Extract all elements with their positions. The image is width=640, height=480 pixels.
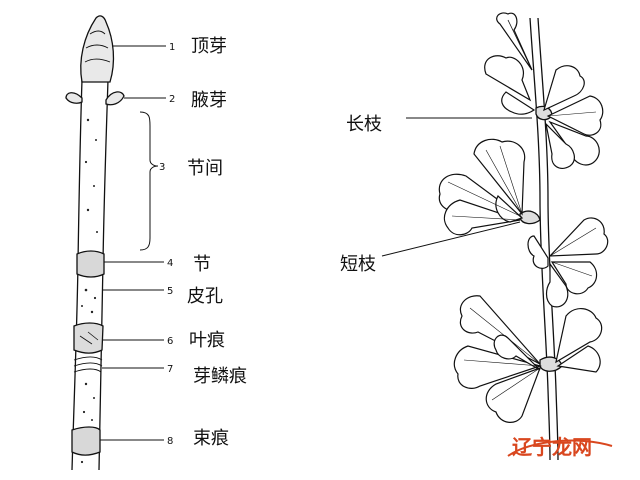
- ginkgo-leaf: [493, 334, 541, 371]
- bundle-scar-band: [71, 426, 101, 456]
- ginkgo-leaf: [527, 235, 549, 269]
- label-internode: 节间: [187, 158, 223, 179]
- short-branch-spur-mid: [519, 210, 541, 225]
- ginkgo-leaf: [496, 12, 533, 71]
- ginkgo-leaf: [545, 122, 575, 169]
- ginkgo-leaf: [473, 138, 526, 216]
- num-internode: 3: [159, 162, 165, 173]
- num-terminal-bud: 1: [169, 42, 175, 53]
- axillary-bud-right: [105, 91, 125, 106]
- axillary-bud-left: [65, 92, 83, 104]
- num-leaf-scar: 6: [167, 336, 173, 347]
- watermark-text: 辽宁龙网: [512, 435, 592, 459]
- twig-leader-lines: [100, 45, 166, 441]
- ginkgo-leaf: [548, 217, 609, 257]
- num-node: 4: [167, 258, 173, 269]
- bud-scale-scar: [73, 356, 103, 373]
- label-bud-scale-scar: 芽鳞痕: [193, 366, 247, 387]
- ginkgo-leaf: [545, 262, 569, 308]
- ginkgo-leaf: [485, 366, 542, 423]
- ginkgo-leaf: [495, 195, 524, 223]
- ginkgo-leaf: [459, 295, 541, 365]
- watermark: 辽宁龙网: [507, 435, 613, 459]
- branch-leader-lines: [381, 117, 532, 257]
- num-bud-scale-scar: 7: [167, 364, 173, 375]
- node-band: [76, 250, 105, 278]
- leaf-scar-band: [73, 322, 104, 354]
- label-leaf-scar: 叶痕: [189, 330, 225, 351]
- label-axillary-bud: 腋芽: [191, 90, 227, 111]
- internode-brace: [139, 111, 159, 251]
- terminal-bud: [80, 15, 115, 83]
- ginkgo-leaf: [546, 95, 604, 136]
- num-lenticel: 5: [167, 286, 173, 297]
- ginkgo-leaf: [555, 308, 603, 364]
- watermark-swoosh: [507, 439, 613, 457]
- num-axillary-bud: 2: [169, 94, 175, 105]
- ginkgo-leaves: [438, 12, 609, 423]
- ginkgo-leaf: [501, 91, 536, 115]
- label-long-branch: 长枝: [346, 114, 382, 135]
- label-lenticel: 皮孔: [187, 286, 223, 307]
- label-short-branch: 短枝: [340, 254, 376, 275]
- winter-twig: [65, 15, 125, 471]
- ginkgo-leaf: [550, 261, 598, 295]
- num-bundle-scar: 8: [167, 436, 173, 447]
- ginkgo-leaf: [484, 55, 532, 102]
- twig-numbers: 1 2 3 4 5 6 7 8: [159, 42, 175, 447]
- ginkgo-leaf: [443, 199, 521, 236]
- ginkgo-leaf: [453, 345, 543, 389]
- twig-labels: 顶芽 腋芽 节间 节 皮孔 叶痕 芽鳞痕 束痕: [187, 36, 247, 449]
- ginkgo-leaf: [543, 65, 585, 112]
- ginkgo-leaf: [556, 345, 601, 373]
- label-node: 节: [193, 254, 211, 275]
- label-bundle-scar: 束痕: [193, 428, 229, 449]
- leaf-veins: [447, 111, 597, 401]
- lenticels: [80, 118, 98, 464]
- label-terminal-bud: 顶芽: [191, 36, 227, 57]
